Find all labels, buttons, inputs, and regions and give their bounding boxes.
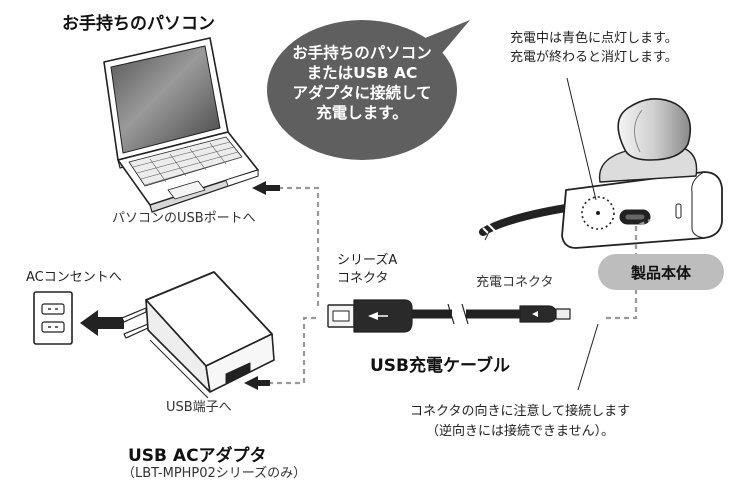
adapter-title: USB ACアダプタ	[128, 446, 267, 466]
usb-cable-title: USB充電ケーブル	[370, 356, 510, 376]
laptop-illustration	[103, 37, 259, 213]
ac-adapter-illustration	[121, 271, 275, 399]
adapter-subtitle: （LBT-MPHP02シリーズのみ）	[122, 466, 307, 481]
charge-connector-label: 充電コネクタ	[476, 275, 554, 290]
product-body-badge: 製品本体	[598, 254, 724, 290]
arrows	[80, 181, 280, 390]
pc-title: お手持ちのパソコン	[62, 14, 215, 34]
wall-outlet	[33, 291, 73, 345]
pc-port-label: パソコンのUSBポートへ	[112, 211, 256, 226]
usb-cable-illustration	[327, 299, 571, 333]
earphone-illustration	[479, 98, 723, 249]
caution-note: コネクタの向きに注意して接続します （逆向きには接続できません）。	[410, 404, 631, 439]
bubble-text: お手持ちのパソコン またはUSB AC アダプタに接続して 充電します。	[292, 44, 432, 123]
ac-outlet-label: ACコンセントへ	[26, 270, 122, 285]
usb-terminal-label: USB端子へ	[166, 400, 232, 415]
series-a-label: シリーズA コネクタ	[337, 253, 398, 286]
leader-lines	[566, 77, 599, 391]
speech-bubble	[267, 20, 470, 160]
indicator-note: 充電中は青色に点灯します。 充電が終わると消灯します。	[510, 31, 678, 65]
